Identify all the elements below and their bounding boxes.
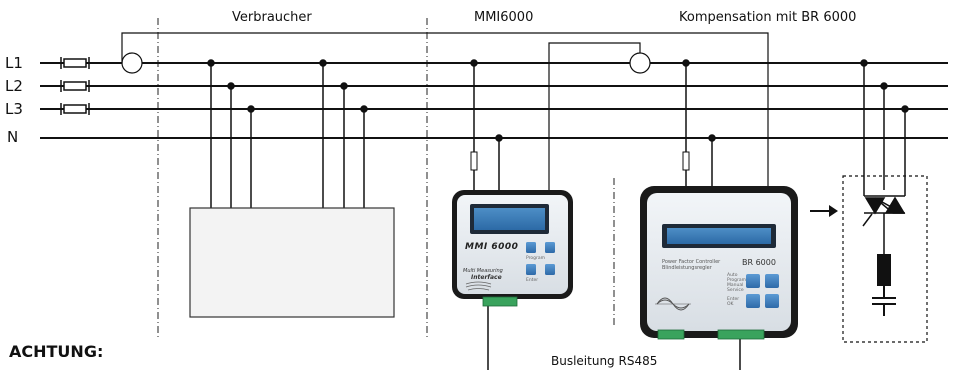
mmi-wiring: [470, 59, 503, 370]
phase-label-l2: L2: [5, 77, 23, 95]
mmi-enter-button: [526, 264, 536, 275]
br-title-1: Power Factor Controller: [662, 259, 721, 265]
ct-main-icon: [121, 52, 143, 74]
fuse-l1-icon: [60, 57, 90, 69]
mmi-subtitle-1: Multi Measuring: [463, 268, 503, 274]
br-menu-manual: Manual: [727, 282, 743, 288]
mmi-up-button: [545, 242, 555, 253]
consumer-box: [189, 207, 395, 318]
phase-label-l1: L1: [5, 54, 23, 72]
current-transformer-l1: [121, 32, 769, 190]
mmi-fuse-icon: [470, 151, 478, 171]
label-bus: Busleitung RS485: [551, 354, 657, 368]
br-menu-auto: Auto: [727, 272, 738, 278]
mmi-key-program-label: Program: [526, 255, 545, 261]
label-consumer: Verbraucher: [232, 10, 312, 25]
label-mmi: MMI6000: [474, 10, 533, 25]
label-compensation: Kompensation mit BR 6000: [679, 10, 856, 25]
fuses: [60, 57, 90, 115]
br-model: BR 6000: [742, 258, 776, 267]
br-down-button: [765, 294, 779, 308]
ct-mmi-icon: [629, 52, 651, 74]
br-menu-program: Program: [727, 277, 746, 283]
br6000-device: Power Factor Controller Blindleistungsre…: [640, 186, 798, 340]
br-menu-service: Service: [727, 287, 744, 293]
br-wiring: [682, 59, 741, 370]
mmi-terminal-block: [482, 296, 518, 307]
phase-label-n: N: [7, 128, 18, 146]
br-title-2: Blindleistungsregler: [662, 265, 713, 271]
br-sine-wave-icon: [655, 297, 691, 311]
br-terminal-block-right: [717, 329, 765, 340]
br-terminal-block-left: [657, 329, 685, 340]
fuse-l3-icon: [60, 103, 90, 115]
br-key-ok-label: OK: [727, 301, 735, 307]
mmi-brand-swoosh-icon: [465, 281, 492, 291]
reactor-icon: [877, 254, 891, 286]
br-enter-button: [746, 294, 760, 308]
phase-labels: L1 L2 L3 N: [5, 54, 23, 146]
br-program-button: [746, 274, 760, 288]
mmi-key-enter-label: Enter: [526, 277, 538, 283]
label-warning: ACHTUNG:: [9, 342, 103, 361]
consumer-wiring: [207, 59, 368, 208]
busbars: [40, 62, 948, 139]
fuse-l2-icon: [60, 80, 90, 92]
mmi-subtitle-2: Interface: [471, 274, 502, 281]
control-arrow-icon: [810, 205, 838, 217]
br-key-enter-label: Enter: [727, 296, 739, 302]
current-transformer-mmi: [548, 42, 651, 190]
capacitor-icon: [872, 286, 896, 316]
mmi-down-button: [545, 264, 555, 275]
br-fuse-icon: [682, 151, 690, 171]
mmi-logo: MMI 6000: [465, 242, 518, 252]
br-up-button: [765, 274, 779, 288]
mmi6000-device: MMI 6000 Program Enter Multi Measuring I…: [452, 190, 573, 307]
section-separators: [157, 18, 615, 340]
mmi-program-button: [526, 242, 536, 253]
thyristor-icon: [862, 190, 906, 254]
thyristor-module: [842, 59, 928, 343]
phase-label-l3: L3: [5, 100, 23, 118]
